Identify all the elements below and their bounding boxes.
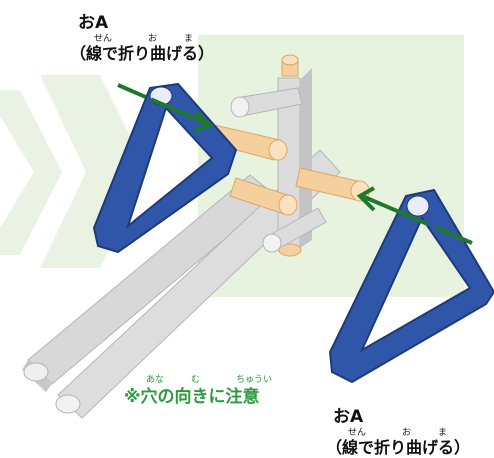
blue-triangle-lower [328, 188, 494, 384]
part-label-bottom-ruby: せん お ま [348, 428, 448, 438]
orientation-note: ※穴の向きに注意 [124, 387, 260, 407]
long-tube-back [22, 174, 277, 392]
short-tube-upper [230, 87, 303, 118]
part-label-top: おA [78, 13, 109, 33]
part-label-bottom: おA [333, 407, 364, 427]
fold-instruction-bottom: （線で折り曲げる） [326, 438, 471, 457]
part-label-top-ruby: せん お ま [94, 34, 194, 44]
chevron-background-arrow [0, 90, 62, 255]
fold-instruction-top: （線で折り曲げる） [70, 44, 215, 63]
orange-peg-upper [205, 123, 288, 161]
orange-peg-top [281, 54, 299, 77]
green-direction-arrow [356, 186, 473, 245]
blue-triangle-upper [92, 82, 238, 254]
orange-peg-center [229, 177, 298, 216]
short-tube-lower [262, 207, 327, 253]
green-direction-arrow [117, 83, 214, 133]
long-tube-front [55, 149, 341, 419]
orientation-note-ruby: あな む ちゅうい [146, 375, 273, 385]
